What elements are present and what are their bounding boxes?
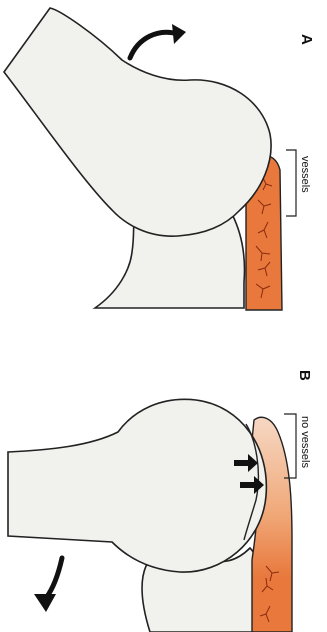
curved-arrow-icon (130, 24, 186, 58)
vessels-label: vessels (299, 156, 311, 193)
panel-letter-b: B (296, 370, 313, 381)
panel-letter-a: A (298, 34, 315, 45)
no-vessels-label: no vessels (299, 416, 311, 468)
panel-b: B no vessels (8, 370, 313, 632)
curved-arrow-icon (34, 558, 62, 612)
upper-bone (8, 399, 266, 572)
vessels-bracket (286, 150, 296, 216)
panel-a: A vessels (4, 8, 315, 310)
